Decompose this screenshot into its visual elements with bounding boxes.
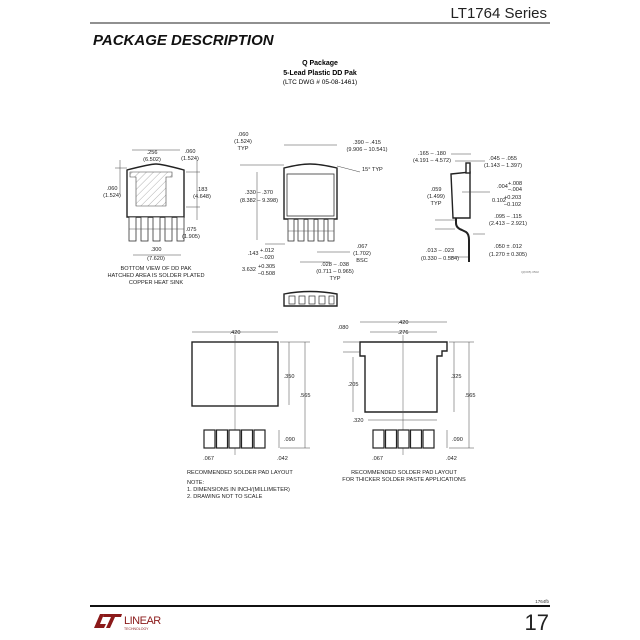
dim: .042: [446, 456, 457, 462]
dim: +.008: [508, 181, 522, 187]
section-title: PACKAGE DESCRIPTION: [93, 32, 275, 49]
bottom-view-drawing: [115, 149, 200, 256]
drawing-ref: Q(DD5) 0502: [521, 270, 539, 274]
caption-name: 5-Lead Plastic DD Pak: [283, 70, 357, 77]
dim: –.004: [508, 187, 522, 193]
bottom-view-caption: HATCHED AREA IS SOLDER PLATED: [107, 273, 204, 279]
dim: (1.524): [103, 193, 121, 199]
note: 2. DRAWING NOT TO SCALE: [187, 494, 263, 500]
dim: .067: [357, 244, 368, 250]
pad-layout-1-drawing: [191, 331, 310, 455]
bottom-view-caption: BOTTOM VIEW OF DD PAK: [121, 266, 192, 272]
dim: .205: [348, 382, 359, 388]
dim: .075: [186, 227, 197, 233]
dim: .060: [107, 186, 118, 192]
dim: +0.203: [504, 195, 521, 201]
linear-technology-logo: LINEAR TECHNOLOGY: [94, 614, 162, 631]
dim: .080: [338, 325, 349, 331]
dim: .325: [451, 374, 462, 380]
dim: (4.648): [193, 194, 211, 200]
dim: .060: [185, 149, 196, 155]
dim: .276: [398, 330, 409, 336]
dim: .095 – .115: [494, 214, 522, 220]
dim: .330 – .370: [245, 190, 273, 196]
dim: –.020: [260, 255, 274, 261]
dim: .060: [238, 132, 249, 138]
dim: 15° TYP: [362, 167, 383, 173]
dim: .420: [398, 320, 409, 326]
dim: .090: [284, 437, 295, 443]
dim: (8.382 – 9.398): [240, 198, 278, 204]
series-header: LT1764 Series: [451, 5, 547, 22]
dim: –0.102: [504, 202, 521, 208]
dim: –0.508: [258, 271, 275, 277]
dim: (0.711 – 0.965): [316, 269, 354, 275]
dim: .050 ± .012: [494, 244, 522, 250]
dim: .143: [248, 251, 259, 257]
dim: (1.143 – 1.397): [484, 163, 522, 169]
pad-layout-2-caption: RECOMMENDED SOLDER PAD LAYOUT: [351, 470, 457, 476]
note: 1. DIMENSIONS IN INCH/(MILLIMETER): [187, 487, 290, 493]
svg-text:TECHNOLOGY: TECHNOLOGY: [124, 627, 149, 631]
dim: .042: [277, 456, 288, 462]
doc-code: 1764fb: [535, 599, 549, 604]
dim: .045 – .055: [489, 156, 517, 162]
dim: (1.524): [181, 156, 199, 162]
svg-text:LINEAR: LINEAR: [124, 615, 161, 627]
dim: .565: [300, 393, 311, 399]
front-view-drawing: [240, 144, 361, 307]
dim: (1.524): [234, 139, 252, 145]
dim: 0.102: [492, 198, 506, 204]
pad-layout-1-caption: RECOMMENDED SOLDER PAD LAYOUT: [187, 470, 293, 476]
pad-layout-2-drawing: [343, 321, 474, 455]
dim: .420: [230, 330, 241, 336]
dim: .004: [497, 184, 508, 190]
dim: .165 – .180: [418, 151, 446, 157]
caption-package: Q Package: [302, 60, 338, 67]
dim: TYP: [431, 201, 442, 207]
dim: .390 – .415: [353, 140, 381, 146]
dim: .028 – .038: [321, 262, 349, 268]
dim: +.012: [260, 248, 274, 254]
dim: (1.270 ± 0.305): [489, 252, 527, 258]
dim: (0.330 – 0.584): [421, 256, 459, 262]
dim: .300: [151, 247, 162, 253]
page-number: 17: [525, 610, 549, 635]
caption-dwg: (LTC DWG # 05-08-1461): [283, 79, 357, 86]
dim: .090: [452, 437, 463, 443]
dim: (6.502): [143, 157, 161, 163]
dim: .320: [353, 418, 364, 424]
dim: .565: [465, 393, 476, 399]
dim: (7.620): [147, 256, 165, 262]
dim: .067: [203, 456, 214, 462]
dim: TYP: [330, 276, 341, 282]
dim: .013 – .023: [426, 248, 454, 254]
dim: .067: [372, 456, 383, 462]
dim: (9.906 – 10.541): [346, 147, 387, 153]
dim: .183: [197, 187, 208, 193]
dim: BSC: [356, 258, 368, 264]
dim: .350: [284, 374, 295, 380]
side-view-drawing: [435, 153, 490, 262]
dim: (1.702): [353, 251, 371, 257]
dim: +0.305: [258, 264, 275, 270]
dim: .256: [147, 150, 158, 156]
dim: (2.413 – 2.921): [489, 221, 527, 227]
bottom-view-caption: COPPER HEAT SINK: [129, 280, 183, 286]
dim: .059: [431, 187, 442, 193]
dim: (4.191 – 4.572): [413, 158, 451, 164]
dim: (1.499): [427, 194, 445, 200]
pad-layout-2-caption: FOR THICKER SOLDER PASTE APPLICATIONS: [342, 477, 466, 483]
dim: TYP: [238, 146, 249, 152]
dim: 3.632: [242, 267, 256, 273]
dim: (1.905): [182, 234, 200, 240]
note: NOTE:: [187, 480, 205, 486]
